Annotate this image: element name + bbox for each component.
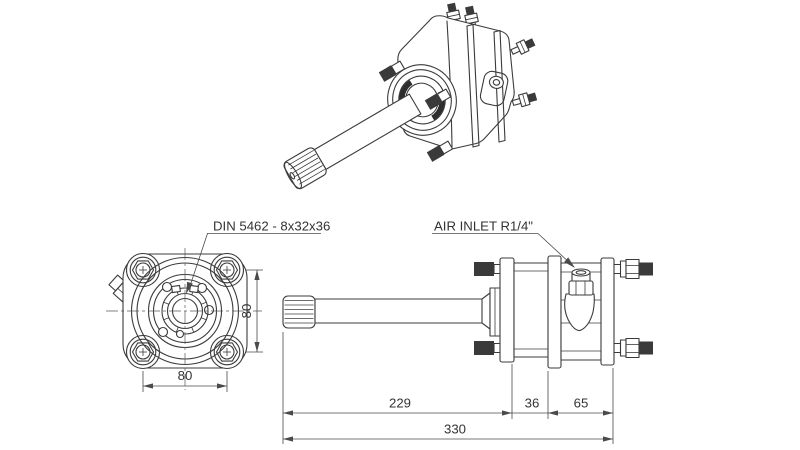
leader-line-spline bbox=[188, 233, 208, 290]
front-stud bbox=[424, 88, 452, 110]
dim-front-height: 80 bbox=[239, 304, 254, 319]
front-stud bbox=[426, 140, 454, 162]
splined-shaft bbox=[282, 295, 316, 329]
dim-end-section: 65 bbox=[574, 396, 589, 411]
isometric-view bbox=[283, 2, 538, 190]
front-stud bbox=[378, 60, 406, 82]
flange-bolt bbox=[125, 334, 161, 370]
front-view bbox=[106, 248, 262, 390]
air-inlet-label: AIR INLET R1/4" bbox=[434, 219, 533, 234]
side-view bbox=[282, 255, 653, 369]
face-hole bbox=[157, 326, 169, 338]
leader-arrow-spline bbox=[186, 281, 193, 294]
face-hole bbox=[196, 282, 208, 294]
shaft bbox=[314, 298, 491, 324]
shaft-taper bbox=[481, 292, 491, 330]
tie-rod-nut-right bbox=[612, 258, 653, 359]
dim-total-length: 330 bbox=[444, 422, 466, 437]
flange-bolt bbox=[209, 334, 245, 370]
flange-plate bbox=[499, 257, 515, 363]
face-hole bbox=[161, 281, 173, 293]
air-inlet-fitting bbox=[564, 268, 595, 332]
rear-stud-nut bbox=[510, 38, 536, 55]
flange-stud-left bbox=[474, 262, 502, 355]
side-view-dimensions: 229 36 65 330 bbox=[282, 332, 614, 444]
front-view-dimensions: 80 80 bbox=[142, 269, 263, 392]
body-section-a bbox=[513, 262, 551, 358]
end-plate bbox=[600, 257, 615, 366]
face-hole bbox=[203, 304, 215, 316]
spline-label: DIN 5462 - 8x32x36 bbox=[213, 219, 330, 234]
mid-plate bbox=[547, 255, 562, 369]
leader-arrow-air-inlet bbox=[564, 257, 575, 268]
dim-shaft-length: 229 bbox=[389, 396, 411, 411]
rear-port bbox=[479, 70, 509, 107]
rear-stud-nut bbox=[511, 92, 538, 108]
splined-shaft-end bbox=[283, 147, 327, 190]
tie-band bbox=[466, 23, 480, 148]
air-inlet-callout: AIR INLET R1/4" bbox=[432, 219, 575, 268]
flange-bolt bbox=[125, 252, 161, 288]
dim-mid-section: 36 bbox=[525, 396, 540, 411]
spline-callout: DIN 5462 - 8x32x36 bbox=[186, 219, 330, 294]
flange-bolt bbox=[209, 252, 245, 288]
dim-front-width: 80 bbox=[178, 368, 193, 383]
